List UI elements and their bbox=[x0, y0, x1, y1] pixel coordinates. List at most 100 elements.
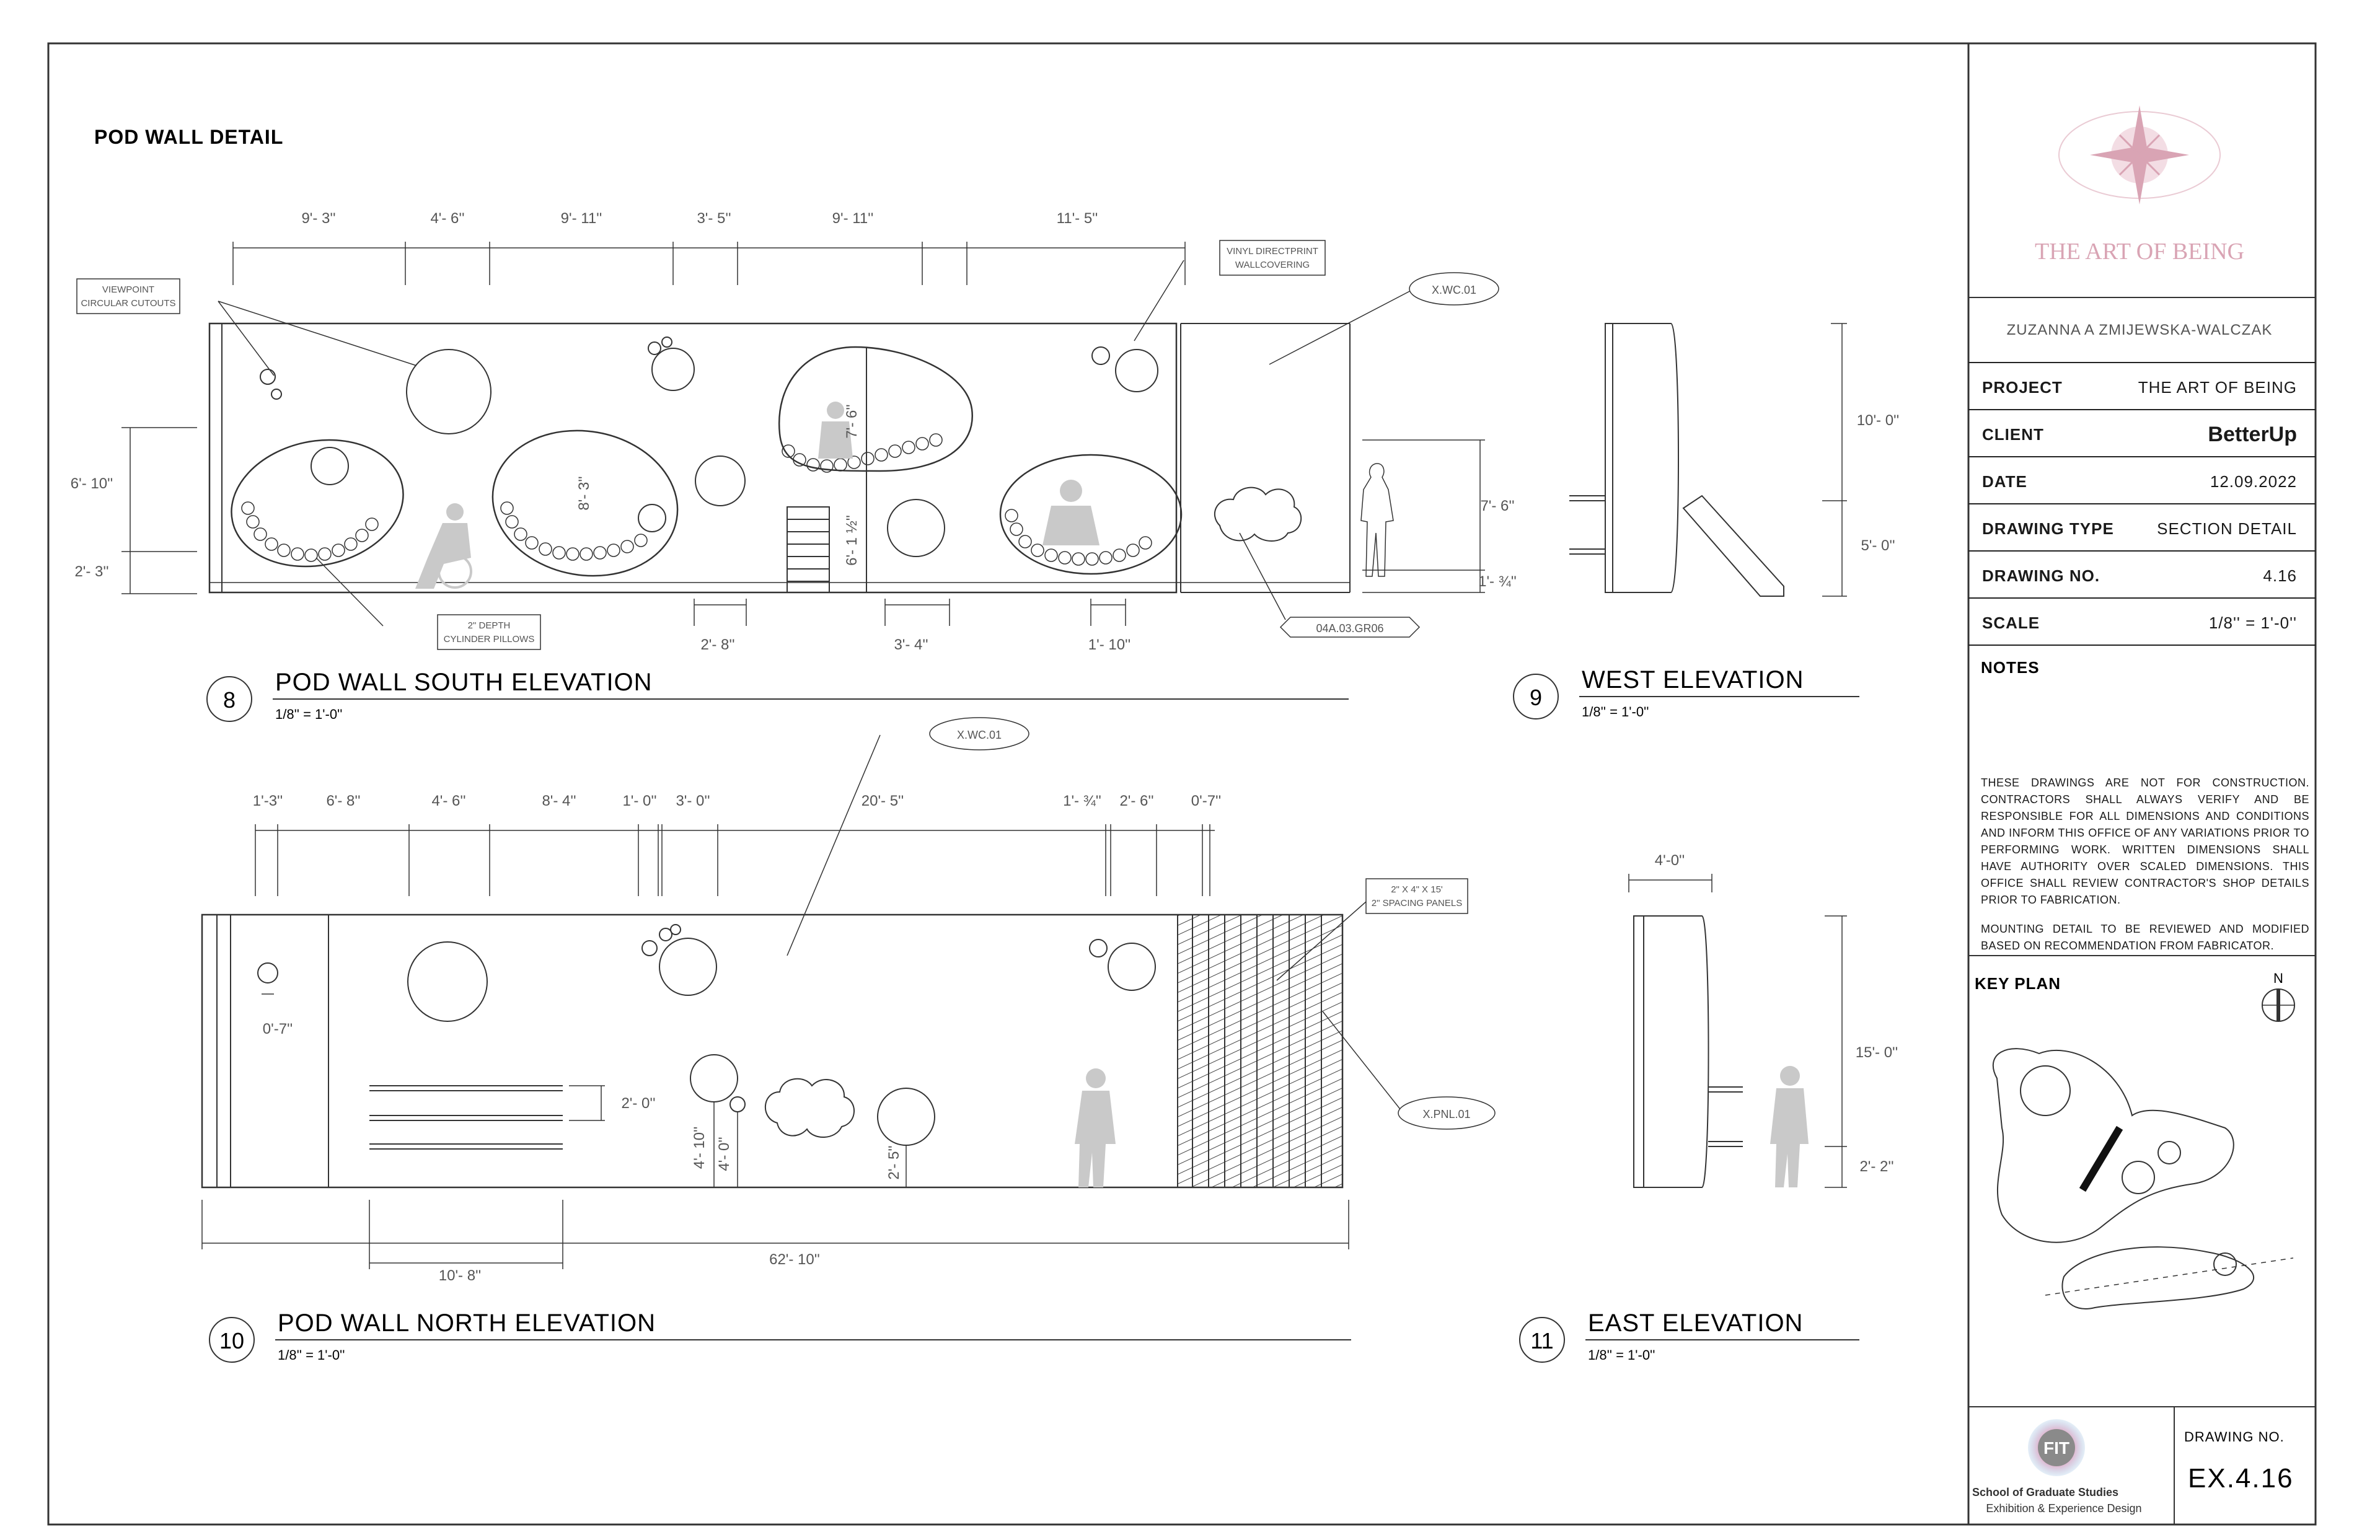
view-badge-11 bbox=[1519, 1317, 1565, 1363]
tb-row-drawing-type: DRAWING TYPE SECTION DETAIL bbox=[1968, 503, 2316, 550]
dim-s-top-4: 3'- 5'' bbox=[697, 210, 731, 227]
sheet-border bbox=[47, 42, 2317, 1526]
dim-s-right-2: 1'- ¾'' bbox=[1478, 573, 1517, 590]
view-scale-11: 1/8'' = 1'-0'' bbox=[1588, 1347, 1655, 1363]
dim-n-overall: 62'- 10'' bbox=[769, 1251, 820, 1268]
north-elevation bbox=[201, 913, 1344, 1189]
dim-n-height-3: 2'- 5'' bbox=[886, 1145, 902, 1179]
note-2: MOUNTING DETAIL TO BE REVIEWED AND MODIF… bbox=[1981, 923, 2309, 952]
notes-label: NOTES bbox=[1981, 658, 2040, 677]
callout-pnl-text: X.PNL.01 bbox=[1422, 1108, 1470, 1120]
tb-label-scale: SCALE bbox=[1982, 614, 2040, 632]
north-callouts: X.WC.01 2" X 4" X 15' 2" SPACING PANELS … bbox=[929, 717, 1496, 1130]
key-plan-drawing bbox=[1993, 1048, 2294, 1309]
callout-viewpoint-line2: CIRCULAR CUTOUTS bbox=[81, 298, 175, 309]
callout-panels-box bbox=[1365, 878, 1468, 914]
callout-pnl-tag bbox=[1398, 1096, 1496, 1130]
dim-n-height-2: 4'- 0'' bbox=[716, 1137, 733, 1171]
callout-wc-tag bbox=[1409, 272, 1499, 306]
south-dim-text: 9'- 3'' 4'- 6'' 9'- 11'' 3'- 5'' 9'- 11'… bbox=[71, 210, 1517, 653]
dim-s-bottom-1: 2'- 8'' bbox=[700, 636, 734, 653]
dim-s-top-2: 4'- 6'' bbox=[430, 210, 464, 227]
fit-logo-text: FIT bbox=[2043, 1438, 2069, 1458]
tb-label-date: DATE bbox=[1982, 472, 2027, 491]
south-figures bbox=[415, 402, 1100, 589]
school-line-2: Exhibition & Experience Design bbox=[1986, 1502, 2141, 1515]
callout-wc-text: X.WC.01 bbox=[1432, 284, 1476, 296]
tb-row-project: PROJECT THE ART OF BEING bbox=[1968, 362, 2316, 409]
callout-vinyl-box bbox=[1219, 240, 1326, 276]
dim-n-top-5: 1'- 0'' bbox=[622, 793, 656, 809]
tb-value-scale: 1/8'' = 1'-0'' bbox=[2208, 614, 2297, 632]
dim-s-inner-3: 6'- 1 ½'' bbox=[844, 515, 860, 566]
dim-w-1: 10'- 0'' bbox=[1857, 412, 1899, 429]
view-title-11: EAST ELEVATION bbox=[1588, 1309, 1803, 1337]
tb-value-client: BetterUp bbox=[2208, 423, 2297, 446]
dim-n-top-8: 1'- ¾'' bbox=[1063, 793, 1101, 809]
view-badge-8 bbox=[206, 676, 252, 722]
callout-gr-tag bbox=[1279, 617, 1421, 638]
north-arrow-icon: N bbox=[2262, 970, 2295, 1022]
dim-s-top-6: 11'- 5'' bbox=[1057, 210, 1098, 227]
sheet-title: POD WALL DETAIL bbox=[94, 126, 283, 148]
dim-s-left-2: 2'- 3'' bbox=[74, 563, 108, 580]
east-figure bbox=[1770, 1066, 1809, 1187]
dim-s-top-5: 9'- 11'' bbox=[832, 210, 874, 227]
north-dim-text: 1'-3'' 6'- 8'' 4'- 6'' 8'- 4'' 1'- 0'' 3… bbox=[253, 793, 1221, 1284]
dim-n-top-3: 4'- 6'' bbox=[431, 793, 465, 809]
tb-row-client: CLIENT BetterUp bbox=[1968, 409, 2316, 456]
view-number-8: 8 bbox=[223, 687, 236, 713]
notes-block: THESE DRAWINGS ARE NOT FOR CONSTRUCTION.… bbox=[1981, 775, 2309, 954]
west-dim-text: 10'- 0'' 5'- 0'' bbox=[1857, 412, 1899, 554]
dim-s-inner-1: 7'- 6'' bbox=[844, 404, 860, 438]
callout-pillows-line2: CYLINDER PILLOWS bbox=[444, 634, 535, 645]
drawing-no-label: DRAWING NO. bbox=[2184, 1429, 2285, 1445]
tb-row-scale: SCALE 1/8'' = 1'-0'' bbox=[1968, 597, 2316, 645]
view-number-11: 11 bbox=[1530, 1328, 1553, 1353]
callout-n-wc-tag bbox=[929, 717, 1029, 750]
callout-panels-line1: 2" X 4" X 15' bbox=[1391, 884, 1443, 895]
view-number-9: 9 bbox=[1530, 685, 1542, 710]
callout-vinyl-line1: VINYL DIRECTPRINT bbox=[1227, 246, 1318, 257]
view-scale-10: 1/8'' = 1'-0'' bbox=[278, 1347, 345, 1363]
callout-pillows-line1: 2" DEPTH bbox=[468, 620, 511, 631]
dim-n-top-10: 0'-7'' bbox=[1191, 793, 1221, 809]
dim-n-left-small: 0'-7'' bbox=[263, 1021, 293, 1037]
east-dim-text: 4'-0'' 15'- 0'' 2'- 2'' bbox=[1655, 852, 1898, 1175]
drawing-no-value: EX.4.16 bbox=[2188, 1463, 2294, 1494]
callout-vinyl-line2: WALLCOVERING bbox=[1235, 260, 1310, 270]
north-label: N bbox=[2273, 970, 2283, 986]
dim-n-bottom-seg: 10'- 8'' bbox=[439, 1267, 481, 1284]
callout-pillows-box bbox=[437, 614, 541, 650]
dim-s-bottom-3: 1'- 10'' bbox=[1088, 636, 1130, 653]
tb-row-date: DATE 12.09.2022 bbox=[1968, 456, 2316, 503]
south-elevation bbox=[208, 322, 1394, 594]
view-title-9: WEST ELEVATION bbox=[1582, 666, 1804, 693]
callout-viewpoint-line1: VIEWPOINT bbox=[102, 284, 154, 295]
dim-s-inner-2: 8'- 3'' bbox=[576, 476, 593, 510]
school-line-1: School of Graduate Studies bbox=[1972, 1486, 2118, 1498]
north-dimension-lines bbox=[201, 734, 1404, 1269]
callout-viewpoint-box bbox=[76, 278, 180, 314]
fit-logo: FIT bbox=[2028, 1419, 2085, 1476]
dim-n-top-6: 3'- 0'' bbox=[676, 793, 710, 809]
north-figure bbox=[1075, 1068, 1116, 1187]
brand-logo: THE ART OF BEING bbox=[2035, 105, 2244, 265]
tb-value-project: THE ART OF BEING bbox=[2138, 378, 2297, 397]
dim-e-3: 2'- 2'' bbox=[1859, 1158, 1893, 1175]
dim-e-1: 4'-0'' bbox=[1655, 852, 1685, 869]
dim-s-top-1: 9'- 3'' bbox=[301, 210, 335, 227]
tb-label-drawing-type: DRAWING TYPE bbox=[1982, 519, 2114, 538]
view-scale-8: 1/8'' = 1'-0'' bbox=[275, 706, 342, 722]
dim-s-bottom-2: 3'- 4'' bbox=[894, 636, 928, 653]
dim-n-shelf: 2'- 0'' bbox=[621, 1095, 655, 1112]
view-titles-row1: 8 POD WALL SOUTH ELEVATION 1/8'' = 1'-0'… bbox=[206, 666, 1859, 722]
wheelchair-icon bbox=[438, 554, 472, 589]
cylinder-pillows bbox=[241, 433, 1152, 566]
view-badge-9 bbox=[1513, 674, 1559, 719]
west-elevation bbox=[1569, 323, 1847, 597]
brand-wordmark: THE ART OF BEING bbox=[2035, 239, 2244, 265]
dim-s-top-3: 9'- 11'' bbox=[561, 210, 602, 227]
key-plan-label: KEY PLAN bbox=[1975, 974, 2061, 993]
